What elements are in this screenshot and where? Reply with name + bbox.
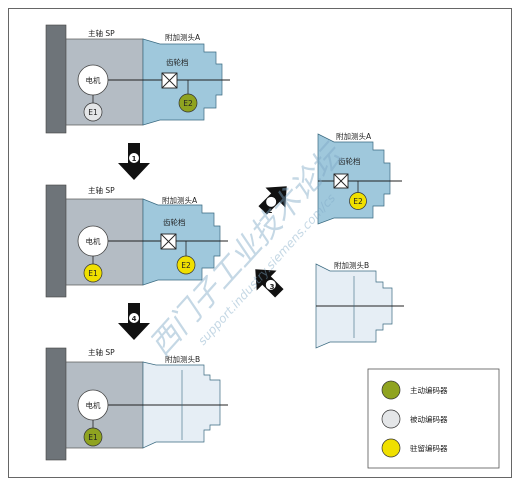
stage3-assembly: 主轴 SP 附加测头B 电机 E1 — [45, 347, 228, 461]
diagram-frame — [8, 8, 512, 478]
legend: 主动编码器 被动编码器 驻留编码器 — [367, 368, 500, 469]
stage1-spindle-label: 主轴 SP — [88, 28, 115, 38]
stage1-e1-label: E1 — [88, 108, 98, 117]
legend-label-active: 主动编码器 — [410, 385, 448, 395]
legend-item-active: 主动编码器 — [381, 380, 448, 400]
stage1-encoder-e1 — [83, 102, 103, 122]
step-2-number: 2 — [268, 207, 273, 215]
step-3-arrow — [255, 269, 284, 298]
detached-a-label: 附加测头A — [336, 131, 372, 141]
stage3-e1-label: E1 — [88, 433, 98, 442]
detached-head-b: 附加测头B — [315, 260, 404, 349]
detached-a-gear-icon — [333, 173, 349, 189]
stage2-spindle-label: 主轴 SP — [88, 185, 115, 195]
stage3-head-label: 附加测头B — [165, 354, 200, 364]
detached-b-label: 附加测头B — [334, 260, 369, 270]
legend-swatch-passive — [381, 409, 401, 429]
stage1-e2-label: E2 — [183, 99, 193, 108]
stage3-motor-label: 电机 — [86, 400, 101, 410]
step-4-number: 4 — [132, 315, 137, 323]
stage2-encoder-e1 — [83, 263, 103, 283]
stage1-motor-label: 电机 — [86, 75, 101, 85]
stage2-flange — [45, 184, 67, 298]
stage2-motor-label: 电机 — [86, 236, 101, 246]
legend-label-passive: 被动编码器 — [410, 414, 448, 424]
stage2-e2-label: E2 — [181, 261, 191, 270]
stage1-assembly: 主轴 SP 附加测头A 齿轮档 E2 电机 E1 — [45, 24, 230, 134]
stage1-gear-icon — [161, 72, 178, 89]
detached-a-gear-label: 齿轮档 — [338, 156, 361, 166]
stage2-gear-icon — [160, 233, 177, 250]
stage1-head-label: 附加测头A — [165, 32, 201, 42]
stage1-attachment-head — [142, 38, 223, 126]
detached-a-body — [317, 133, 391, 225]
stage1-flange — [45, 24, 67, 134]
legend-swatch-parked — [381, 438, 401, 458]
step-4-arrow: 4 — [118, 303, 150, 340]
legend-item-parked: 驻留编码器 — [381, 438, 448, 458]
stage1-encoder-e2 — [178, 93, 198, 113]
step-1-arrow: 1 — [118, 143, 150, 180]
stage2-head-label: 附加测头A — [162, 195, 198, 205]
stage2-assembly: 主轴 SP 附加测头A 齿轮档 E2 电机 E1 — [45, 184, 228, 298]
detached-a-encoder-e2 — [349, 192, 367, 210]
detached-head-a: 附加测头A 齿轮档 E2 — [317, 131, 402, 225]
step-3-number: 3 — [270, 283, 275, 291]
stage2-attachment-head — [142, 198, 221, 286]
step-1-number: 1 — [132, 155, 137, 163]
stage2-e1-label: E1 — [88, 269, 98, 278]
legend-swatch-active — [381, 380, 401, 400]
stage3-spindle-label: 主轴 SP — [88, 347, 115, 357]
stage2-gear-label: 齿轮档 — [163, 217, 186, 227]
legend-label-parked: 驻留编码器 — [410, 443, 448, 453]
stage3-encoder-e1 — [83, 427, 103, 447]
step-2-arrow — [258, 186, 287, 215]
stage3-flange — [45, 347, 67, 461]
detached-a-e2-label: E2 — [353, 197, 363, 206]
stage1-gear-label: 齿轮档 — [166, 57, 189, 67]
stage2-encoder-e2 — [176, 255, 196, 275]
legend-item-passive: 被动编码器 — [381, 409, 448, 429]
